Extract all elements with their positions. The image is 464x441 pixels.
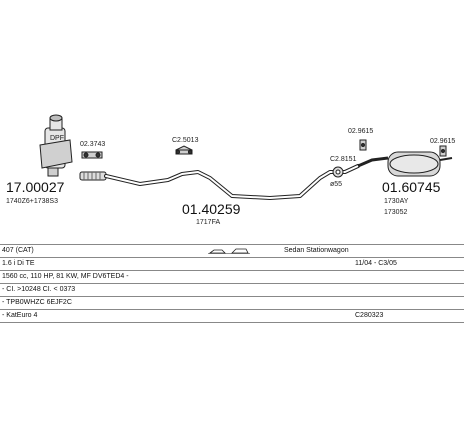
row-0-col-mid: Sedan Stationwagon <box>284 247 349 254</box>
table-row: - TPB0WHZC 6EJF2C <box>0 297 464 310</box>
car-icon <box>208 247 250 255</box>
bracket-2-icon <box>439 145 447 157</box>
clamp-2-icon <box>175 145 193 155</box>
table-row: 1560 cc, 110 HP, 81 KW, MF DV6TED4 - <box>0 271 464 284</box>
table-row: 1.6 i Di TE 11/04 - C3/05 <box>0 258 464 271</box>
row-5-col-0: - KatEuro 4 <box>2 312 38 319</box>
clamp-3-sub: ø55 <box>330 181 342 188</box>
rear-silencer <box>357 151 453 177</box>
rear-silencer-number: 01.60745 <box>382 179 441 195</box>
row-1-col-right: 11/04 - C3/05 <box>355 260 397 267</box>
mid-pipe <box>104 164 360 200</box>
clamp-1-icon <box>81 151 103 159</box>
clamp-3-number: C2.8151 <box>330 156 357 163</box>
catalyst-tag: DPF <box>50 135 64 142</box>
rear-silencer-sub1: 1730AY <box>384 198 409 205</box>
rear-silencer-sub2: 173052 <box>384 209 407 216</box>
catalyst-sub: 1740Z6+1738S3 <box>6 198 58 205</box>
mid-pipe-number: 01.40259 <box>182 201 241 217</box>
bracket-1-number: 02.9615 <box>348 128 373 135</box>
row-4-col-0: - TPB0WHZC 6EJF2C <box>2 299 72 306</box>
bracket-1-icon <box>359 139 367 151</box>
mid-pipe-sub: 1717FA <box>196 219 220 226</box>
flex-pipe <box>79 171 107 181</box>
catalyst-unit <box>39 114 73 177</box>
clamp-2-number: C2.5013 <box>172 137 199 144</box>
row-2-col-0: 1560 cc, 110 HP, 81 KW, MF DV6TED4 - <box>2 273 129 280</box>
table-row: - KatEuro 4 C280323 <box>0 310 464 323</box>
row-3-col-0: - CI. >10248 CI. < 0373 <box>2 286 76 293</box>
table-row: 407 (CAT) Sedan Stationwagon <box>0 244 464 258</box>
catalyst-number: 17.00027 <box>6 179 65 195</box>
exhaust-diagram: DPF 17.00027 1740Z6+1738S3 02.3743 C2.50… <box>6 114 455 226</box>
row-5-col-right: C280323 <box>355 312 384 319</box>
row-0-col-0: 407 (CAT) <box>2 247 34 254</box>
bracket-2-number: 02.9615 <box>430 138 455 145</box>
clamp-3-icon <box>332 166 344 178</box>
table-row: - CI. >10248 CI. < 0373 <box>0 284 464 297</box>
row-1-col-0: 1.6 i Di TE <box>2 260 35 267</box>
vehicle-info-table: 407 (CAT) Sedan Stationwagon 1.6 i Di TE… <box>0 244 464 323</box>
clamp-1-number: 02.3743 <box>80 141 105 148</box>
